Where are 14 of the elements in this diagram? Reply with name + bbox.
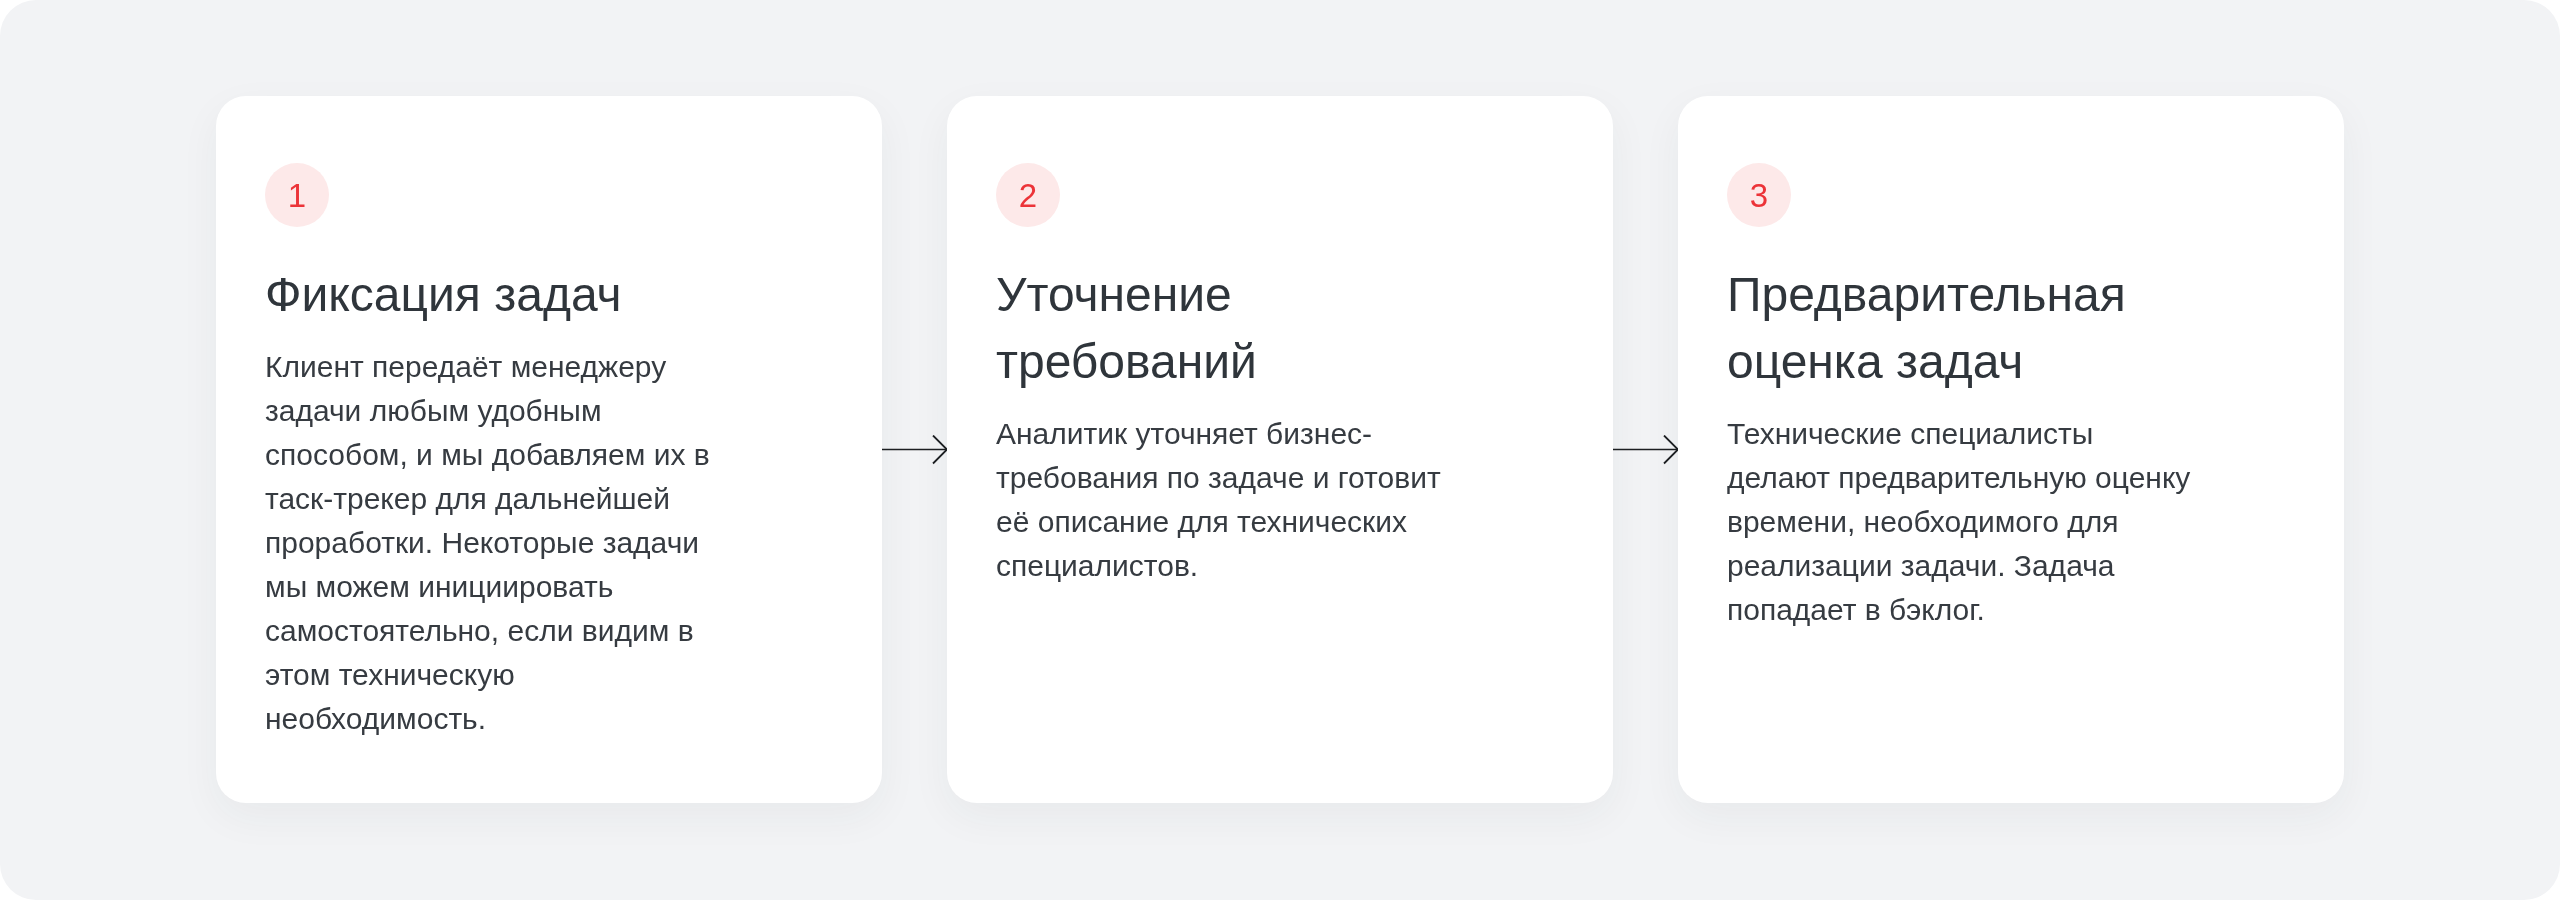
step-number: 2 [996,163,1060,227]
step-description: Технические специалисты делают предварительную оценку времени, необходимого для реализации задачи. Задача попадает в бэклог. [1727,416,2192,628]
step-card [216,96,882,803]
arrow [1612,434,1679,465]
step-title: Предварительная оценка задач [1727,267,2127,390]
step-number: 3 [1727,163,1791,227]
step-description: Аналитик уточняет бизнес-требования по задаче и готовит её описание для технических специалистов. [996,416,1442,584]
step-title: Уточнение требований [996,267,1258,390]
step-description: Клиент передаёт менеджеру задачи любым удобным способом, и мы добавляем их в таск-трекер для дальнейшей проработки. Некоторые задачи мы можем инициировать самостоятельно, если видим в этом техническую необходимость. [265,349,711,737]
step-number: 1 [265,163,329,227]
arrow [881,434,948,465]
step-card [1678,96,2344,803]
step-title: Фиксация задач [265,267,623,323]
step-card [947,96,1613,803]
